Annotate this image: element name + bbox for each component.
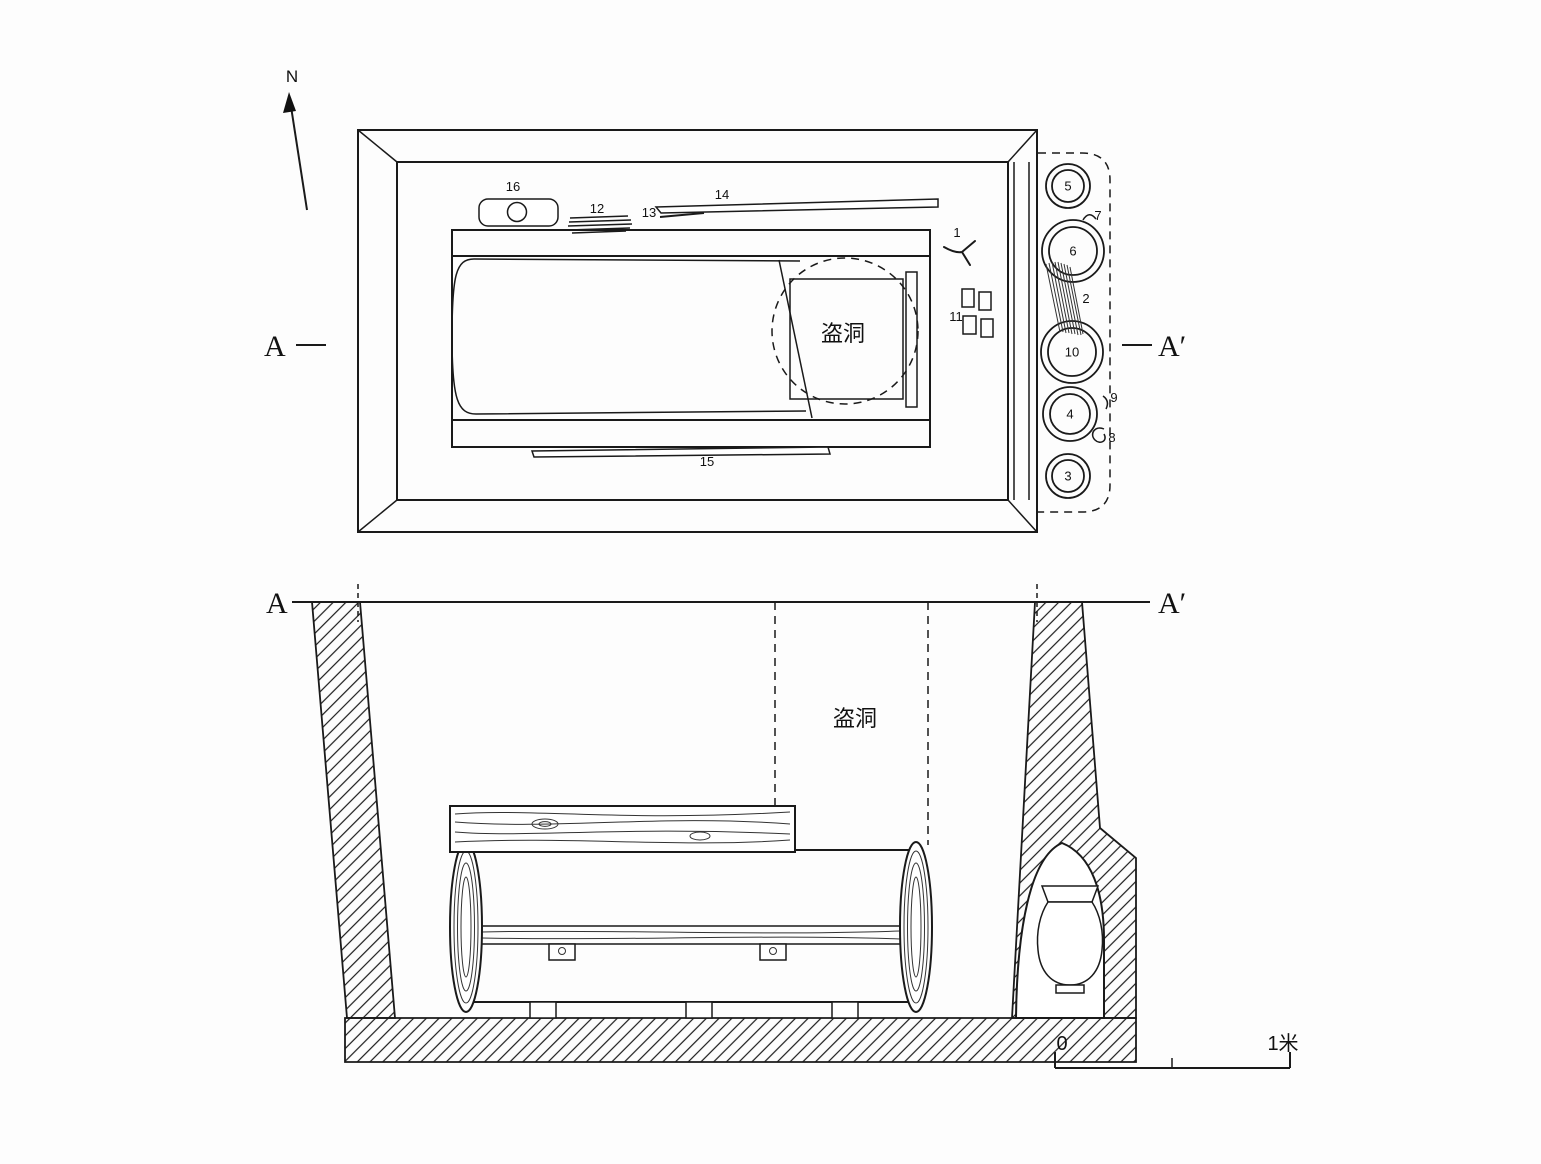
label-2: 2 xyxy=(1082,291,1089,306)
section-line-plan: A A′ xyxy=(264,330,1186,363)
section-marker-a: A xyxy=(266,587,288,620)
north-arrow: N xyxy=(283,67,308,211)
north-label: N xyxy=(286,67,298,86)
coffin-end-west xyxy=(449,841,483,1013)
label-5: 5 xyxy=(1064,179,1071,194)
label-11: 11 xyxy=(949,309,963,324)
outer-coffin-lid xyxy=(449,805,796,853)
artifact-16-box xyxy=(478,198,559,227)
label-1: 1 xyxy=(953,225,960,240)
label-3: 3 xyxy=(1064,469,1071,484)
label-8: 8 xyxy=(1108,430,1115,445)
coffin-end-east xyxy=(899,841,933,1013)
inner-coffin-plan xyxy=(451,258,918,419)
plan-view: 盗洞 xyxy=(264,129,1186,533)
pit-east-wall-lines xyxy=(1013,162,1030,500)
artifact-7-mark xyxy=(1082,214,1097,221)
artifact-12-comb xyxy=(567,215,633,234)
artifact-13-rod xyxy=(659,212,705,218)
scale-unit-label: 1米 xyxy=(1267,1032,1298,1055)
artifact-11-plaques xyxy=(961,288,994,338)
vessel-section xyxy=(1036,885,1104,994)
robber-hole-section-label: 盗洞 xyxy=(833,706,877,731)
coffin-feet xyxy=(529,1001,859,1019)
pit-wall-west xyxy=(311,601,396,1019)
pit-outer-edge-plan xyxy=(357,129,1038,533)
niche-plan xyxy=(1038,152,1111,513)
plan-number-labels: 16 12 13 14 1 11 15 5 7 6 2 10 4 9 8 3 xyxy=(506,179,1118,484)
label-10: 10 xyxy=(1065,345,1079,360)
artifact-15-staff xyxy=(530,446,831,458)
label-16: 16 xyxy=(506,179,520,194)
north-arrow-head xyxy=(283,92,296,113)
scale-zero-label: 0 xyxy=(1056,1033,1067,1055)
label-13: 13 xyxy=(642,205,656,220)
pit-inner-edge-plan xyxy=(396,161,1009,501)
plan-marker-a: A xyxy=(264,330,286,363)
scale-bar: 0 1米 xyxy=(1054,1032,1299,1069)
coffin-section xyxy=(449,805,933,1019)
artifact-14-staff xyxy=(654,198,939,214)
artifact-9-mark xyxy=(1102,395,1109,410)
robber-hole-plan-label: 盗洞 xyxy=(821,321,865,346)
plan-marker-a-prime: A′ xyxy=(1158,330,1186,363)
vessel-circle-5 xyxy=(1045,163,1091,209)
label-4: 4 xyxy=(1066,407,1073,422)
pit-corner-lines xyxy=(357,129,1038,533)
artifact-8-curl xyxy=(1091,427,1106,443)
label-9: 9 xyxy=(1110,390,1117,405)
label-12: 12 xyxy=(590,201,604,216)
label-6: 6 xyxy=(1069,244,1076,259)
north-arrow-line xyxy=(289,99,308,211)
section-view: A A′ xyxy=(266,584,1299,1069)
artifact-2-bundle xyxy=(1045,261,1084,336)
label-14: 14 xyxy=(715,187,729,202)
lid-wood-grain xyxy=(454,811,791,844)
pit-floor xyxy=(344,1017,1137,1063)
section-marker-a-prime: A′ xyxy=(1158,587,1186,620)
robber-hole-plan-circle xyxy=(771,257,919,405)
floor-support-blocks xyxy=(548,943,787,961)
vessel-circle-4 xyxy=(1042,386,1098,442)
vessel-circle-3 xyxy=(1045,453,1091,499)
niche-plan-outline xyxy=(1038,152,1111,513)
label-15: 15 xyxy=(700,454,714,469)
artifact-1-fork xyxy=(943,240,976,266)
coffin-floor-grain xyxy=(481,930,901,940)
label-7: 7 xyxy=(1094,208,1101,223)
